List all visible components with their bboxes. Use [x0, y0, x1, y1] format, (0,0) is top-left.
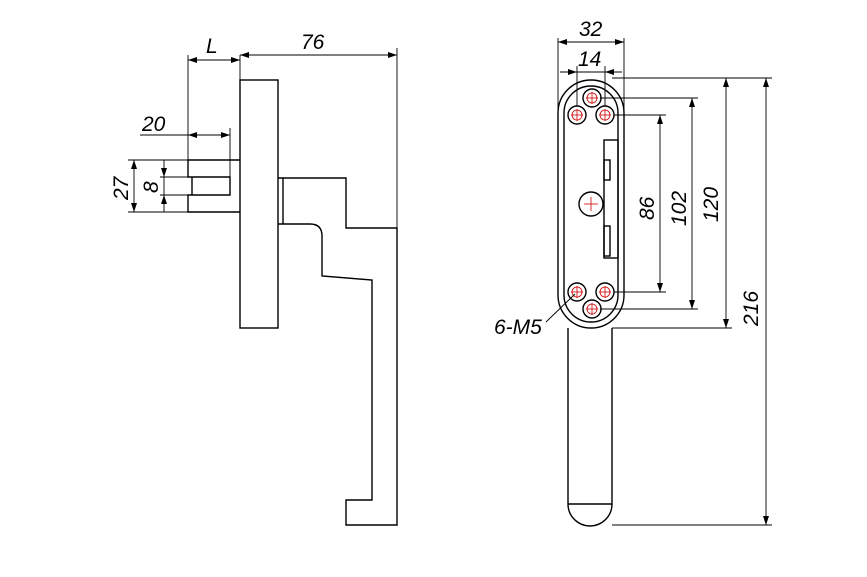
screw-bottom-3	[582, 299, 602, 319]
front-grip	[567, 328, 613, 527]
dim-32-label: 32	[579, 18, 603, 41]
dim-102-label: 102	[668, 191, 691, 226]
side-lever	[278, 177, 398, 526]
front-lock-cam-top	[603, 159, 611, 181]
screw-top-2	[567, 105, 587, 125]
screw-bottom-2	[595, 282, 615, 302]
side-base-plate	[239, 79, 279, 329]
dim-76-label: 76	[301, 31, 325, 54]
screw-top-3	[595, 105, 615, 125]
screw-bottom-1	[567, 282, 587, 302]
dim-120-label: 120	[700, 187, 723, 222]
front-view: 32 14 86 102 120 216	[494, 18, 772, 527]
front-lock-cam-bottom	[603, 225, 611, 257]
dim-216-label: 216	[740, 291, 763, 327]
front-spindle	[578, 191, 604, 217]
dim-27-label: 27	[110, 175, 133, 201]
front-lock-cam	[603, 139, 619, 259]
screw-top-1	[582, 88, 602, 108]
screws-note-label: 6-M5	[494, 316, 542, 339]
dim-86-label: 86	[636, 196, 659, 220]
dim-8-label: 8	[140, 181, 163, 193]
dim-L-label: L	[206, 35, 218, 58]
dim-14-label: 14	[578, 48, 601, 71]
side-view: L 76 20 27 8	[110, 31, 398, 526]
front-rose-outer	[557, 79, 625, 329]
dim-20-label: 20	[141, 113, 166, 136]
side-spindle	[187, 159, 240, 213]
